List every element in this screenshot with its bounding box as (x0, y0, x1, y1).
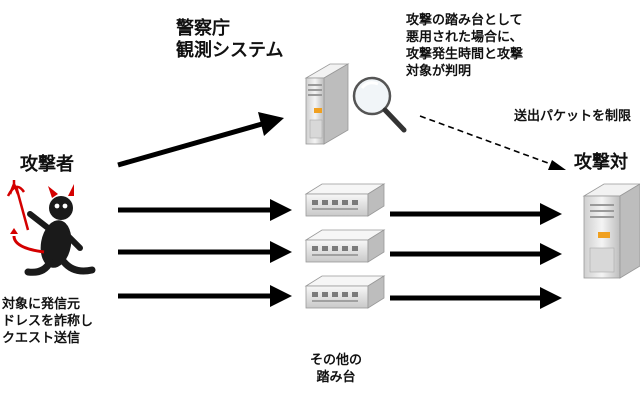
other-stepping-stones-line-1: その他の (309, 353, 362, 368)
target-label: 攻撃対 (574, 152, 628, 173)
misuse-note: 攻撃の踏み台として 悪用された場合に、 攻撃発生時間と攻撃 対象が判明 (406, 12, 523, 80)
attacker-note-line-1: 対象に発信元 (2, 297, 81, 312)
arrow-attacker-to-stone-1 (118, 199, 292, 221)
arrow-attacker-to-observation (117, 112, 284, 168)
attacker-devil-icon (6, 180, 96, 276)
attacker-label: 攻撃者 (20, 154, 74, 175)
arrow-attacker-to-stone-3 (118, 285, 292, 307)
arrow-stone-1-to-target (390, 203, 562, 225)
stepping-stone-switch-1 (304, 183, 386, 217)
other-stepping-stones-line-2: 踏み台 (316, 370, 356, 385)
police-agency-text: 警察庁 (176, 18, 230, 39)
misuse-note-line-2: 悪用された場合に、 (406, 30, 523, 45)
arrow-stone-3-to-target (390, 287, 562, 309)
misuse-note-line-3: 攻撃発生時間と攻撃 (406, 47, 524, 62)
magnifier-icon (352, 76, 407, 133)
dashed-arrow-observation-to-target (419, 115, 566, 170)
observation-system-text: 観測システム (176, 40, 284, 61)
attacker-note-line-2: ドレスを詐称し (2, 314, 94, 329)
observation-server-icon (304, 63, 350, 145)
attacker-note-line-3: クエスト送信 (2, 331, 81, 346)
arrow-attacker-to-stone-2 (118, 241, 292, 263)
packet-limit-note: 送出パケットを制限 (514, 109, 632, 124)
misuse-note-line-4: 対象が判明 (406, 64, 472, 79)
stepping-stone-switch-2 (304, 229, 386, 263)
arrow-stone-2-to-target (390, 243, 562, 265)
attacker-note: 対象に発信元 ドレスを詐称し クエスト送信 (2, 296, 93, 347)
other-stepping-stones-label: その他の 踏み台 (304, 352, 368, 386)
misuse-note-line-1: 攻撃の踏み台として (406, 13, 523, 28)
target-server-icon (582, 183, 640, 279)
police-observation-label: 警察庁 観測システム (176, 18, 283, 62)
stepping-stone-switch-3 (304, 275, 386, 309)
